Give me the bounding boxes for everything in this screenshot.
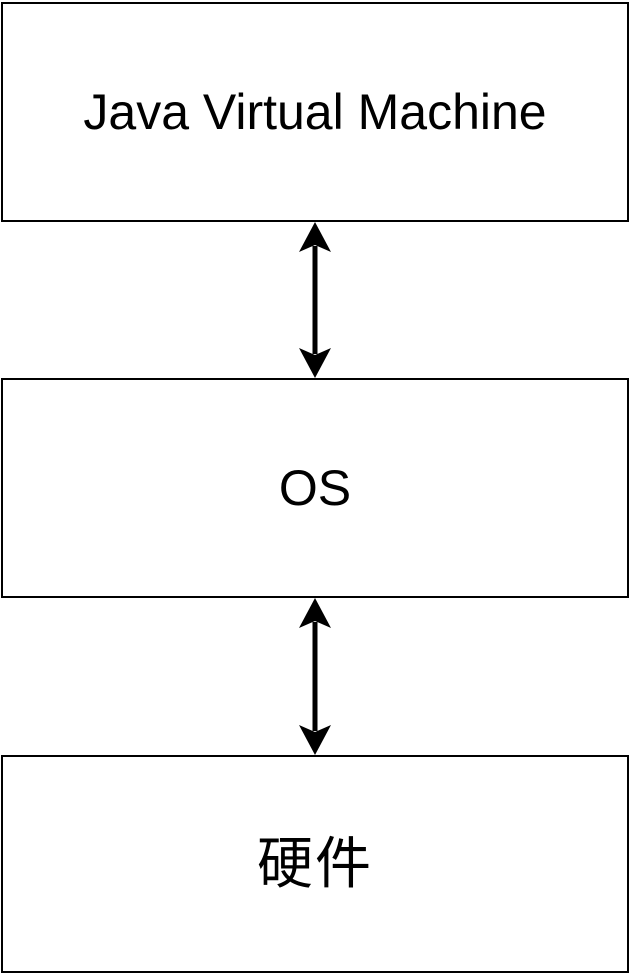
double-arrow-jvm-os [299, 222, 331, 378]
box-hardware-label: 硬件 [257, 832, 373, 895]
box-os-label: OS [278, 460, 352, 516]
box-os: OS [1, 378, 629, 598]
box-java-virtual-machine: Java Virtual Machine [1, 2, 629, 222]
double-arrow-os-hardware [299, 598, 331, 755]
box-java-virtual-machine-label: Java Virtual Machine [83, 84, 547, 140]
box-hardware: 硬件 [1, 755, 629, 973]
